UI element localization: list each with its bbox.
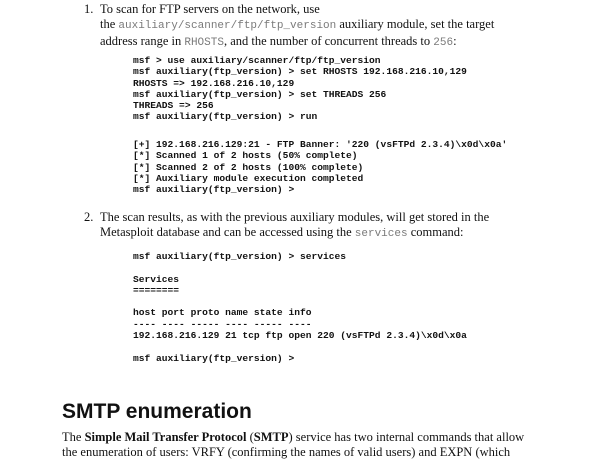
section-paragraph: The Simple Mail Transfer Protocol (SMTP)… <box>62 430 525 459</box>
code-block-output: [+] 192.168.216.129:21 - FTP Banner: '22… <box>133 139 507 195</box>
step-2-line-2: Metasploit database and can be accessed … <box>100 225 464 240</box>
code-line: msf > use auxiliary/scanner/ftp/ftp_vers… <box>133 55 381 66</box>
code-line: ---- ---- ----- ---- ----- ---- <box>133 318 312 330</box>
code-line: [+] 192.168.216.129:21 - FTP Banner: '22… <box>133 139 508 150</box>
inline-code-module: auxiliary/scanner/ftp/ftp_version <box>118 20 337 32</box>
code-block-commands: msf > use auxiliary/scanner/ftp/ftp_vers… <box>133 55 467 123</box>
code-line: msf auxiliary(ftp_version) > set RHOSTS … <box>133 66 467 78</box>
code-line: 192.168.216.129 21 tcp ftp open 220 (vsF… <box>133 330 467 342</box>
code-line: [*] Scanned 1 of 2 hosts (50% complete) <box>133 150 358 162</box>
section-heading: SMTP enumeration <box>62 400 252 423</box>
inline-code-rhosts: RHOSTS <box>184 37 224 49</box>
code-line: host port proto name state info <box>133 307 312 319</box>
step-number: 2. <box>84 210 94 224</box>
step-2-line-1: The scan results, as with the previous a… <box>100 210 490 224</box>
code-line: msf auxiliary(ftp_version) > services <box>133 251 347 262</box>
code-line: Services <box>133 273 180 285</box>
step-1-line-3: address range in RHOSTS, and the number … <box>100 34 457 49</box>
step-1-line-1: To scan for FTP servers on the network, … <box>100 2 320 16</box>
term-smtp: SMTP <box>253 430 289 444</box>
code-line: msf auxiliary(ftp_version) > <box>133 352 295 364</box>
step-1-line-2: the auxiliary/scanner/ftp/ftp_version au… <box>100 17 495 32</box>
step-number: 1. <box>84 2 94 16</box>
code-line: msf auxiliary(ftp_version) > run <box>133 111 318 123</box>
code-line: msf auxiliary(ftp_version) > set THREADS… <box>133 88 387 100</box>
code-block-services: msf auxiliary(ftp_version) > services Se… <box>133 251 467 364</box>
code-line <box>133 341 467 352</box>
code-line: RHOSTS => 192.168.216.10,129 <box>133 77 295 89</box>
inline-code-threads: 256 <box>433 37 454 49</box>
code-line: THREADS => 256 <box>133 100 214 112</box>
step-1: 1. To scan for FTP servers on the networ… <box>84 2 530 51</box>
step-2: 2. The scan results, as with the previou… <box>84 210 530 242</box>
code-line: [*] Scanned 2 of 2 hosts (100% complete) <box>133 161 364 173</box>
term-smtp-full: Simple Mail Transfer Protocol <box>84 430 247 444</box>
code-line <box>133 262 467 273</box>
code-line <box>133 296 467 307</box>
inline-code-services: services <box>354 228 408 240</box>
code-line: ======== <box>133 284 180 296</box>
code-line: msf auxiliary(ftp_version) > <box>133 184 295 196</box>
code-line: [*] Auxiliary module execution completed <box>133 172 364 184</box>
document-page: 1. To scan for FTP servers on the networ… <box>62 2 530 459</box>
